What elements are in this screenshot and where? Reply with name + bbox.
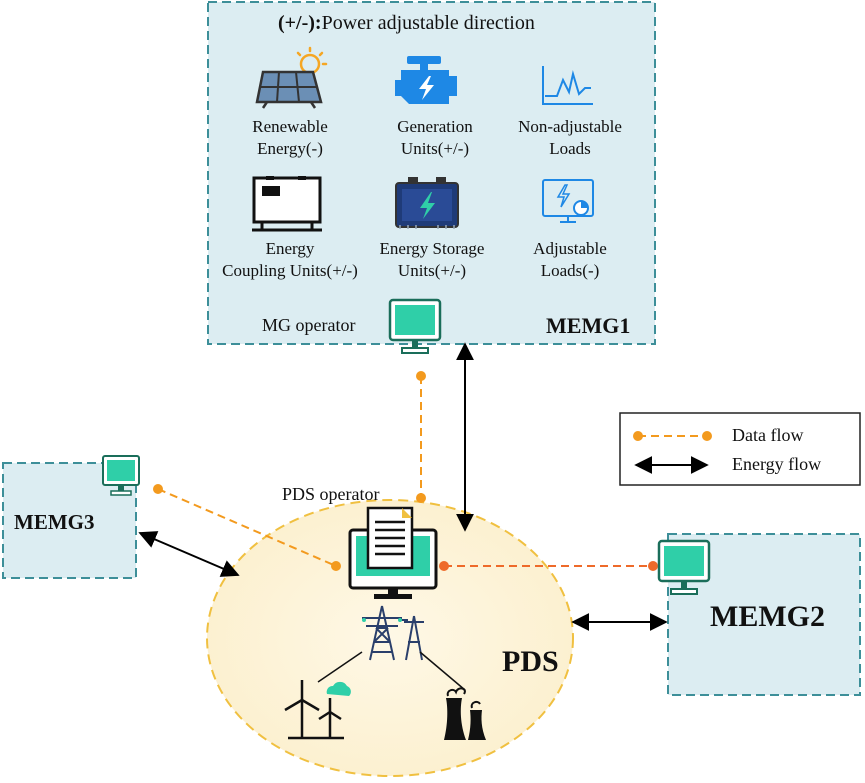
- legend-title-rest: Power adjustable direction: [321, 12, 535, 34]
- caption-line: Energy(-): [257, 139, 323, 158]
- component-caption-generation: Generation Units(+/-): [370, 116, 500, 160]
- caption-line: Units(+/-): [397, 261, 467, 280]
- mg-operator-monitor-icon: [388, 298, 442, 354]
- caption-line: Energy Storage: [379, 239, 485, 258]
- caption-line: Energy: [265, 239, 315, 258]
- caption-line: Coupling Units(+/-): [222, 261, 358, 280]
- energy-flow-memg3-pds: [138, 531, 240, 577]
- pds-label: PDS: [502, 645, 559, 678]
- transmission-tower-icon: [362, 605, 424, 661]
- data-flow-memg1-pds: [416, 371, 426, 503]
- legend-energy-flow-label: Energy flow: [732, 454, 822, 474]
- data-flow-memg2-pds: [439, 561, 658, 571]
- memg2-box: [667, 533, 861, 696]
- adjustable-load-icon: [542, 179, 594, 223]
- memg3-label: MEMG3: [14, 510, 95, 534]
- caption-line: Units(+/-): [400, 139, 470, 158]
- battery-icon: [395, 177, 459, 229]
- legend-data-flow-sample: [633, 431, 712, 441]
- legend-title-key: (+/-):: [278, 12, 322, 34]
- memg2-label: MEMG2: [710, 600, 825, 633]
- load-curve-icon: [542, 66, 593, 105]
- memg3-monitor-icon: [102, 455, 140, 496]
- memg1-box: [207, 1, 656, 345]
- cloud-icon: [326, 681, 351, 696]
- memg2-monitor-icon: [657, 539, 711, 595]
- coupling-unit-icon: [252, 176, 322, 232]
- component-caption-storage: Energy Storage Units(+/-): [362, 238, 502, 282]
- memg1-legend-title: (+/-):Power adjustable direction: [278, 12, 535, 35]
- power-plant-icon: [444, 687, 486, 740]
- caption-line: Generation: [397, 117, 473, 136]
- pds-operator-label: PDS operator: [282, 484, 380, 504]
- memg1-label: MEMG1: [546, 313, 631, 338]
- mg-operator-label: MG operator: [262, 315, 356, 335]
- component-caption-non-adjustable: Non-adjustable Loads: [500, 116, 640, 160]
- caption-line: Non-adjustable: [518, 117, 622, 136]
- data-flow-memg3-pds: [153, 484, 341, 571]
- solar-panel-icon: [255, 46, 328, 109]
- pds-branch-line-left: [317, 651, 363, 683]
- pds-operator-computer-icon: [348, 506, 438, 599]
- wind-turbine-icon: [284, 680, 344, 740]
- caption-line: Renewable: [252, 117, 328, 136]
- component-caption-renewable: Renewable Energy(-): [225, 116, 355, 160]
- component-caption-coupling: Energy Coupling Units(+/-): [210, 238, 370, 282]
- pds-branch-line-right: [419, 651, 466, 691]
- caption-line: Adjustable: [533, 239, 607, 258]
- caption-line: Loads: [549, 139, 591, 158]
- component-caption-adjustable: Adjustable Loads(-): [505, 238, 635, 282]
- caption-line: Loads(-): [540, 261, 600, 280]
- engine-icon: [395, 56, 457, 104]
- legend-data-flow-label: Data flow: [732, 425, 804, 445]
